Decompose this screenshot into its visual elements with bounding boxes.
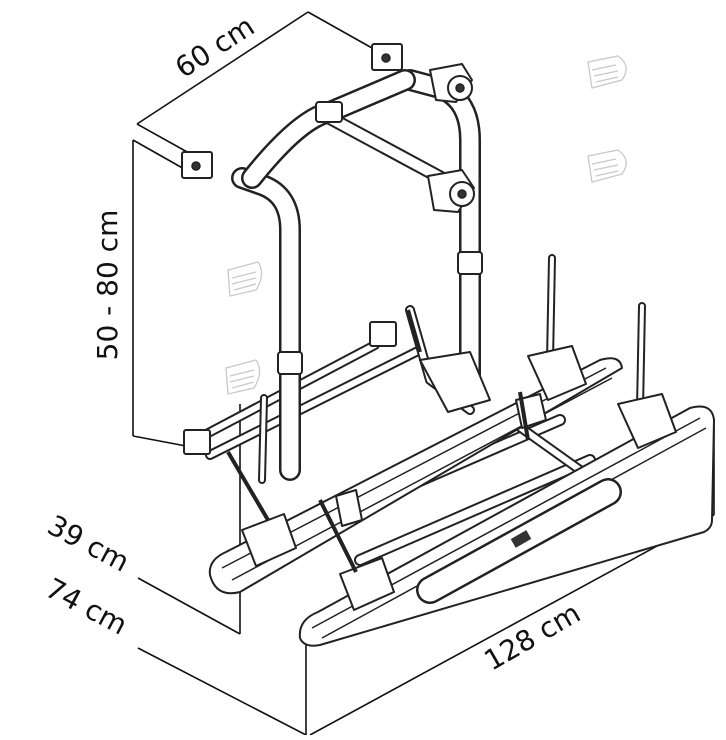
frame-clamp-lower — [427, 169, 475, 213]
wall-bracket-icon — [587, 55, 627, 89]
mounting-brackets — [181, 43, 403, 455]
wall-bracket-icon — [227, 261, 263, 297]
depth-open-label: 74 cm — [40, 572, 132, 642]
frame-clamps — [427, 63, 475, 213]
height-extension-bottom — [132, 435, 187, 447]
wheel-straps — [226, 309, 530, 573]
mounting-bracket — [183, 429, 211, 455]
depth-folded-dimension-line — [137, 577, 241, 635]
depth-open-dimension-line — [137, 647, 307, 736]
length-label: 128 cm — [479, 596, 586, 677]
width-extension-right — [307, 11, 373, 49]
wheel-holder — [617, 302, 677, 449]
wall-bracket-icons — [225, 55, 627, 395]
width-dimension-line — [136, 11, 309, 125]
height-label: 50 - 80 cm — [91, 210, 124, 361]
wheel-holder — [527, 254, 587, 401]
frame-clamp-upper — [429, 63, 473, 103]
wheel-holder — [241, 394, 297, 567]
wall-bracket-icon — [225, 359, 261, 395]
wall-bracket-icon — [587, 149, 627, 183]
rail-tube — [416, 478, 622, 604]
depth-folded-label: 39 cm — [42, 509, 134, 579]
bike-carrier — [181, 43, 715, 647]
mounting-bracket — [369, 321, 397, 347]
length-dimension-line — [309, 514, 715, 736]
wheel-holders — [241, 254, 677, 611]
height-extension-top — [132, 139, 187, 171]
carrier-frame — [231, 69, 483, 481]
lower-crossbars — [190, 340, 425, 460]
